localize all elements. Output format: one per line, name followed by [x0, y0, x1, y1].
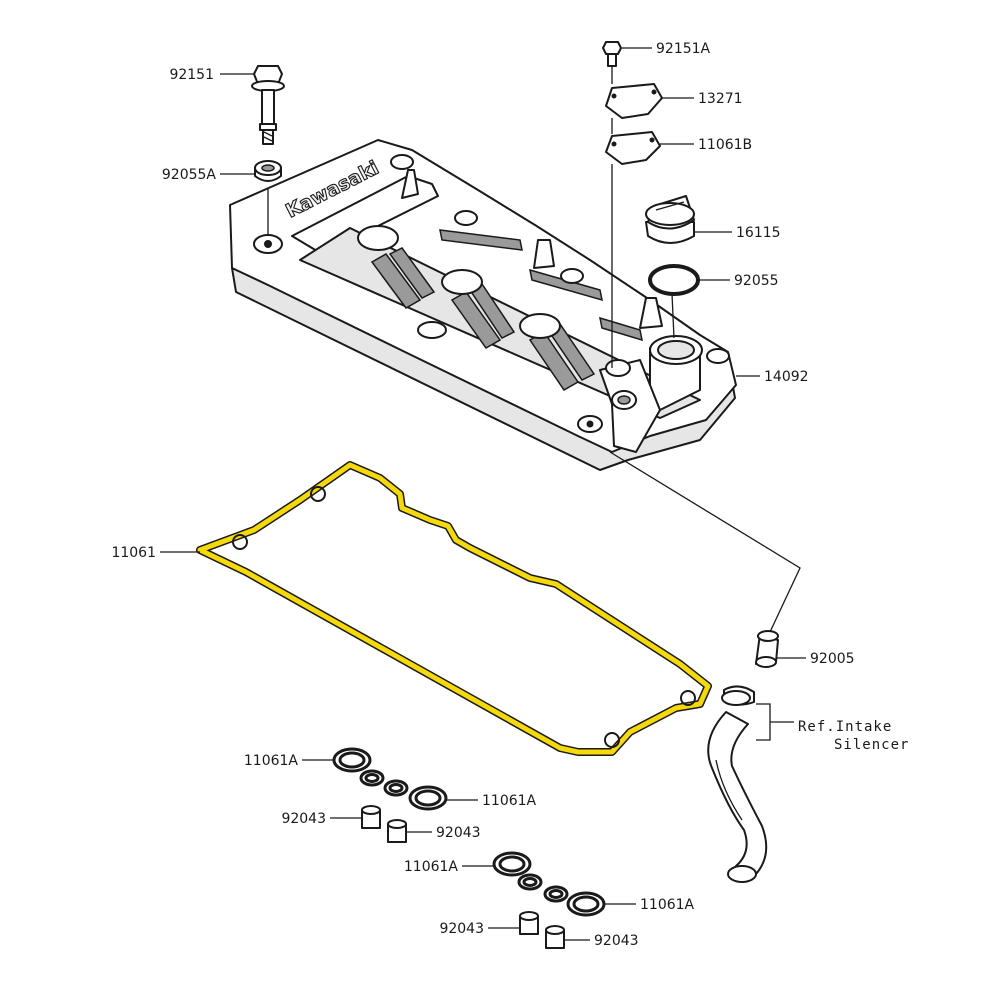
hose-joint-92005[interactable]: [755, 630, 779, 668]
cover-bosses: [253, 154, 730, 433]
bolt-92151[interactable]: [251, 65, 285, 145]
breather-hose: [707, 711, 768, 883]
label-14092: 14092: [764, 369, 809, 385]
seal-group-3[interactable]: [492, 851, 543, 935]
label-92043-2: 92043: [436, 825, 481, 841]
seal-group-1[interactable]: [332, 747, 385, 829]
leader-lines: [160, 47, 806, 941]
label-11061A-4: 11061A: [640, 897, 695, 913]
seal-group-2[interactable]: [383, 779, 448, 843]
label-ref-intake: Ref.Intake: [798, 719, 892, 735]
label-11061: 11061: [111, 545, 156, 561]
gasket-11061[interactable]: [196, 461, 712, 756]
filler-cap-16115[interactable]: [645, 195, 695, 244]
label-92043-4: 92043: [594, 933, 639, 949]
oil-filler-neck: [649, 335, 703, 411]
label-92151A: 92151A: [656, 41, 711, 57]
label-92043-3: 92043: [439, 921, 484, 937]
label-92151: 92151: [169, 67, 214, 83]
valve-cover[interactable]: Kawasaki: [229, 139, 737, 471]
label-11061A-3: 11061A: [404, 859, 459, 875]
bolt-92151A[interactable]: [602, 41, 622, 67]
label-11061A-2: 11061A: [482, 793, 537, 809]
cover-plug-holes: [357, 225, 561, 339]
label-92055: 92055: [734, 273, 779, 289]
label-ref-silencer: Silencer: [834, 737, 909, 753]
label-11061B: 11061B: [698, 137, 752, 153]
part-labels: 92151 92055A 92151A 13271 11061B 16115 9…: [111, 41, 909, 949]
label-16115: 16115: [736, 225, 781, 241]
cap-gasket-11061B[interactable]: [605, 131, 661, 165]
label-13271: 13271: [698, 91, 743, 107]
label-92043-1: 92043: [281, 811, 326, 827]
hose-clamp: [721, 685, 755, 706]
label-11061A-1: 11061A: [244, 753, 299, 769]
label-92055A: 92055A: [162, 167, 217, 183]
cap-plate-13271[interactable]: [605, 83, 663, 119]
label-92005: 92005: [810, 651, 855, 667]
o-ring-92055[interactable]: [648, 264, 700, 296]
washer-92055A[interactable]: [254, 160, 282, 182]
